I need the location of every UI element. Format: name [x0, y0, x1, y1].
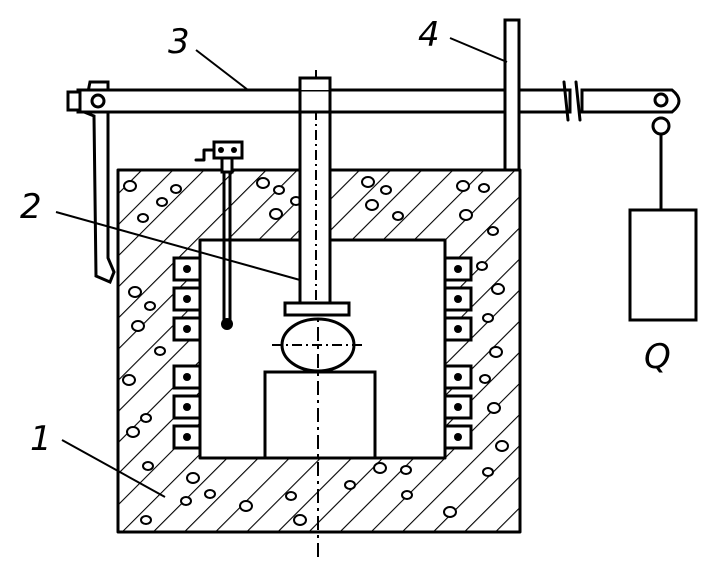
label-lever: 3 — [168, 22, 190, 62]
heating-element-right — [443, 256, 473, 450]
label-weight: Q — [644, 337, 671, 377]
label-pressing-rod: 2 — [20, 187, 42, 227]
pressing-rod — [283, 70, 351, 317]
label-furnace: 1 — [30, 419, 52, 459]
weight — [628, 116, 698, 322]
label-guide-rod: 4 — [418, 15, 440, 55]
guide-rod — [503, 18, 521, 172]
leader-lines — [55, 37, 508, 498]
refractory-grains — [122, 176, 509, 526]
heating-element-left — [172, 256, 202, 450]
specimen — [272, 317, 366, 373]
thermocouple — [194, 140, 244, 330]
furnace-body — [116, 168, 522, 534]
support-pedestal — [263, 370, 377, 460]
lever — [66, 76, 681, 122]
